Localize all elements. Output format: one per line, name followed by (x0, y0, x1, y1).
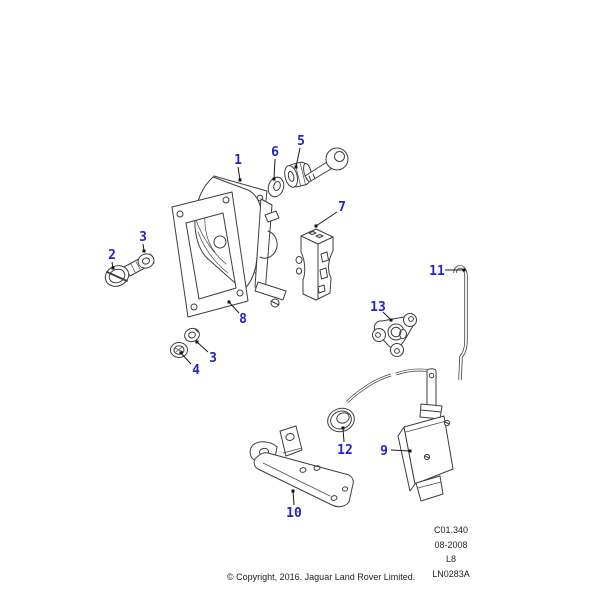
svg-text:12: 12 (337, 443, 353, 458)
drawing-date: 08-2008 (434, 539, 468, 550)
callout-7[interactable]: 7 (314, 200, 346, 228)
svg-text:7: 7 (338, 200, 346, 215)
part-spring-washer-lower (184, 327, 200, 343)
callout-11[interactable]: 11 (429, 264, 466, 279)
svg-text:13: 13 (370, 300, 386, 315)
callout-3-upper[interactable]: 3 (139, 230, 147, 253)
callout-10[interactable]: 10 (286, 489, 302, 522)
part-nut (170, 342, 188, 358)
svg-text:4: 4 (192, 363, 200, 378)
copyright-notice: © Copyright, 2016. Jaguar Land Rover Lim… (227, 572, 416, 582)
svg-text:3: 3 (209, 351, 217, 366)
callout-6[interactable]: 6 (271, 145, 279, 181)
svg-text:11: 11 (429, 264, 445, 279)
svg-text:1: 1 (234, 153, 242, 168)
drawing-ref: LN0283A (432, 568, 470, 579)
callout-4[interactable]: 4 (179, 351, 201, 379)
svg-text:9: 9 (380, 444, 388, 459)
part-mounting-bracket (249, 425, 354, 508)
part-washer (267, 176, 285, 198)
cable-link (346, 368, 432, 404)
part-spring-washer-upper (137, 253, 155, 269)
part-grommet (327, 407, 355, 433)
part-gasket (171, 191, 249, 318)
part-actuator (397, 368, 454, 502)
callout-12[interactable]: 12 (337, 426, 353, 459)
callout-8[interactable]: 8 (227, 300, 248, 328)
part-lever-flange (372, 313, 417, 357)
drawing-info-block: C01.340 08-2008 L8 LN0283A (411, 523, 491, 581)
callout-5[interactable]: 5 (294, 134, 305, 169)
callout-9[interactable]: 9 (380, 444, 412, 459)
part-control-rod (453, 265, 468, 381)
callout-2[interactable]: 2 (108, 248, 116, 270)
svg-text:8: 8 (239, 312, 247, 327)
part-key (304, 147, 349, 183)
svg-text:2: 2 (108, 248, 116, 263)
part-striker (295, 228, 334, 301)
drawing-variant: L8 (445, 554, 456, 564)
part-lock-barrel (284, 161, 313, 188)
svg-text:3: 3 (139, 230, 147, 245)
svg-text:6: 6 (271, 145, 279, 160)
svg-text:5: 5 (297, 134, 305, 149)
drawing-code: C01.340 (433, 525, 469, 535)
svg-text:10: 10 (286, 506, 302, 521)
callout-3-lower[interactable]: 3 (195, 340, 217, 367)
callout-13[interactable]: 13 (370, 300, 393, 322)
callout-1[interactable]: 1 (234, 153, 242, 182)
